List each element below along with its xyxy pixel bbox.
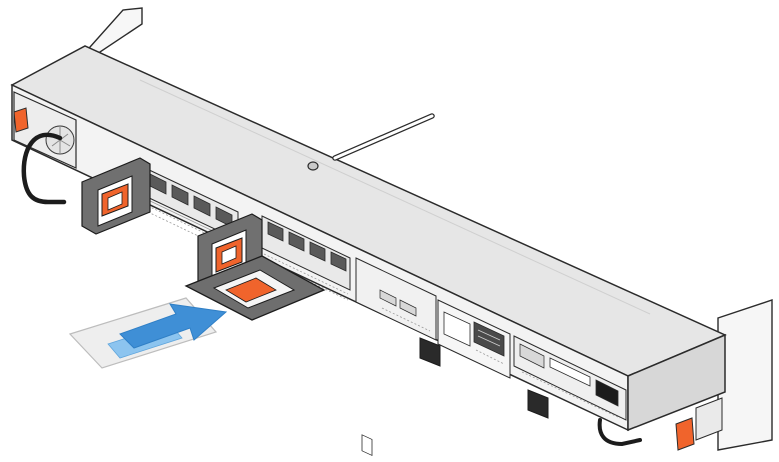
power-supply-right <box>597 397 723 451</box>
psu-handle-left <box>21 132 67 205</box>
riser-card-lower <box>184 213 326 321</box>
cover-release-pin <box>307 113 435 171</box>
port-block-upper <box>144 167 239 255</box>
arrow-right-icon <box>119 303 228 349</box>
chassis-right-side <box>627 333 726 432</box>
rail-bracket-left <box>419 337 441 367</box>
psu-handle-right <box>597 418 642 447</box>
display-port-block <box>473 321 505 357</box>
rail-bracket-right <box>527 389 549 419</box>
port-block-lower <box>261 215 351 301</box>
rack-frame-right <box>717 299 773 451</box>
riser-card-upper <box>81 157 151 235</box>
right-io-section <box>513 335 627 421</box>
power-supply-left <box>13 91 77 205</box>
management-io-section <box>355 257 511 457</box>
psu-release-tab-left <box>13 107 29 133</box>
psu-release-tab-right <box>675 417 695 451</box>
